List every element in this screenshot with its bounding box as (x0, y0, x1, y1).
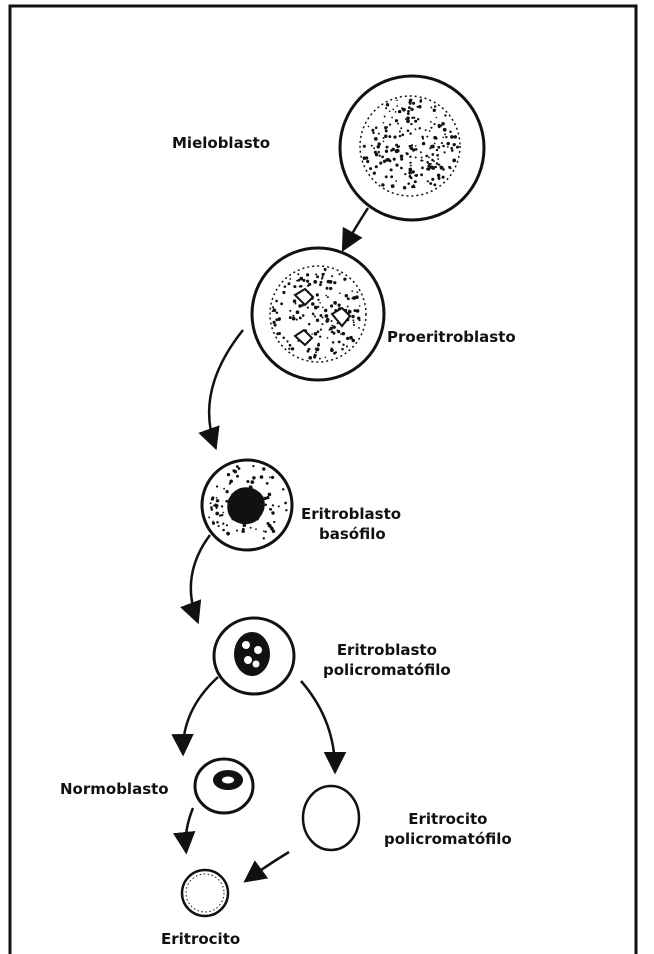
cell-proeritroblasto (252, 248, 384, 380)
frame-border (10, 6, 636, 954)
arrow-basofilo-to-policromatofilo (191, 535, 210, 620)
label-line: Eritrocito (384, 809, 512, 829)
cell-eritroblasto-policromatofilo (214, 618, 294, 694)
label-eritroblasto-policromatofilo: Eritroblasto policromatófilo (323, 640, 451, 680)
arrow-proeritroblasto-to-basofilo (209, 330, 243, 446)
label-line: Eritroblasto (323, 640, 451, 660)
label-mieloblasto: Mieloblasto (172, 133, 270, 153)
arrow-mieloblasto-to-proeritroblasto (344, 208, 368, 248)
label-eritrocito-policromatofilo: Eritrocito policromatófilo (384, 809, 512, 849)
cell-eritroblasto-basofilo (202, 460, 292, 550)
cell-normoblasto (195, 759, 253, 813)
arrow-eritrocito-policromatofilo-to-eritrocito (247, 852, 289, 880)
label-proeritroblasto: Proeritroblasto (387, 327, 516, 347)
label-line: policromatófilo (384, 829, 512, 849)
cell-mieloblasto (340, 76, 484, 220)
label-line: policromatófilo (323, 660, 451, 680)
label-line: basófilo (301, 524, 401, 544)
arrow-policromatofilo-to-eritrocito-policromatofilo (301, 681, 335, 770)
cell-eritrocito (182, 870, 228, 916)
arrow-policromatofilo-to-normoblasto (183, 677, 218, 752)
label-eritroblasto-basofilo: Eritroblasto basófilo (301, 504, 401, 544)
arrow-normoblasto-to-eritrocito (186, 808, 193, 850)
label-line: Eritroblasto (301, 504, 401, 524)
label-eritrocito: Eritrocito (161, 929, 240, 949)
label-normoblasto: Normoblasto (60, 779, 169, 799)
cell-eritrocito-policromatofilo (303, 786, 359, 850)
